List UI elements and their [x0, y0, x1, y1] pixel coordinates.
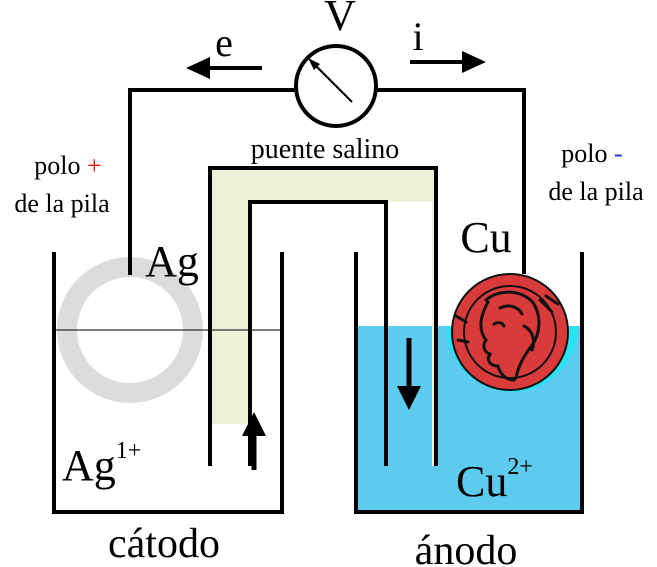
left-pole-label: polo + [34, 151, 101, 180]
left-beaker [52, 252, 284, 514]
left-pole-label-line2: de la pila [14, 189, 110, 218]
salt-bridge-label: puente salino [251, 134, 400, 165]
voltmeter-needle [311, 61, 353, 103]
electron-label: e [215, 20, 233, 65]
current-arrow [410, 51, 486, 73]
copper-electrode-label: Cu [460, 213, 511, 262]
positive-sign: + [87, 151, 102, 180]
voltmeter-label: V [324, 0, 356, 40]
external-circuit-wire [128, 88, 526, 275]
salt-bridge-outline [208, 166, 438, 466]
silver-electrode-label: Ag [145, 237, 199, 286]
bridge-up-arrow [242, 412, 266, 470]
silver-ion-label: Ag1+ [62, 438, 141, 490]
copper-ion-label: Cu2+ [456, 454, 533, 506]
right-beaker [354, 252, 584, 514]
beaker-walls [52, 252, 584, 514]
bridge-down-arrow [397, 338, 421, 410]
electron-arrow [186, 57, 262, 79]
silver-ion-charge: 1+ [116, 438, 142, 464]
current-label: i [412, 14, 423, 59]
anode-label: ánodo [415, 528, 518, 567]
right-pole-label: polo - [561, 139, 622, 168]
negative-sign: - [614, 139, 623, 168]
right-pole-label-line2: de la pila [548, 177, 644, 206]
copper-ion-charge: 2+ [507, 454, 533, 480]
salt-bridge-tube [210, 168, 436, 466]
coin-portrait-icon [454, 285, 560, 382]
voltmeter [294, 44, 378, 128]
copper-coin-electrode [451, 273, 569, 391]
cathode-label: cátodo [108, 521, 220, 567]
voltmeter-needle-tip [308, 58, 320, 70]
